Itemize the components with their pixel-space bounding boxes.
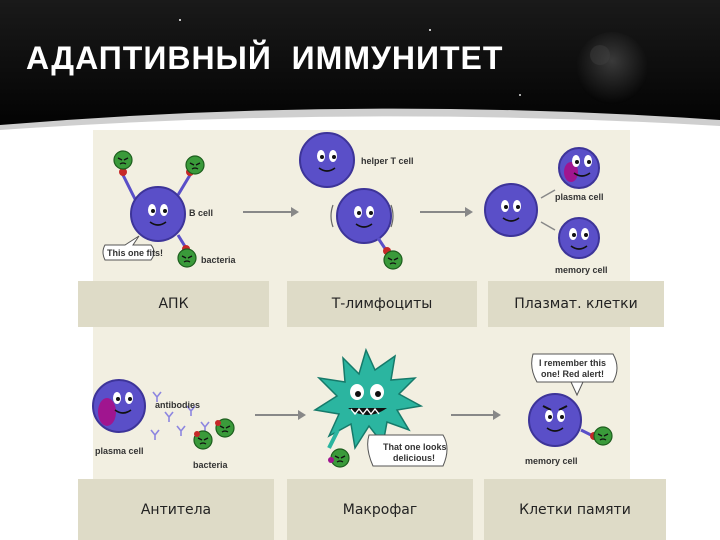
antibodies-label: antibodies [155,400,200,410]
label-macrophage: Макрофаг [287,479,473,540]
header-banner: АДАПТИВНЫЙ ИММУНИТЕТ [0,0,720,140]
memory-cell-label: memory cell [555,265,608,275]
macrophage-illustration [312,347,448,468]
macrophage-bubble-line2: delicious! [393,453,435,463]
fits-bubble-text: This one fits! [107,248,163,258]
memory-bubble-line2: one! Red alert! [541,369,604,379]
memory-cell-label-2: memory cell [525,456,578,466]
page-title: АДАПТИВНЫЙ ИММУНИТЕТ [26,40,504,76]
b-cell-label: B cell [189,208,213,218]
label-antibodies: Антитела [78,479,274,540]
macrophage-bubble-line1: That one looks [383,442,447,452]
plasma-cell-illustration [484,147,600,259]
antibody-illustration [92,379,235,450]
helper-t-label: helper T cell [361,156,414,166]
memory-cell-illustration [528,353,618,447]
label-apc: АПК [78,281,269,327]
memory-bubble-line1: I remember this [539,358,606,368]
label-t-lymphocytes: Т-лимфоциты [287,281,477,327]
bacteria-label-2: bacteria [193,460,229,470]
scene-drawing: B cell bacteria This one fits! helper T … [92,132,618,470]
immune-scene: B cell bacteria This one fits! helper T … [92,130,630,540]
t-cell-illustration [299,132,403,270]
label-memory-cells: Клетки памяти [484,479,666,540]
planet-icon [576,32,648,104]
label-plasma-cells: Плазмат. клетки [488,281,664,327]
bacteria-label: bacteria [201,255,237,265]
plasma-cell-label: plasma cell [555,192,604,202]
b-cell-illustration [102,150,205,268]
plasma-cell-label-2: plasma cell [95,446,144,456]
